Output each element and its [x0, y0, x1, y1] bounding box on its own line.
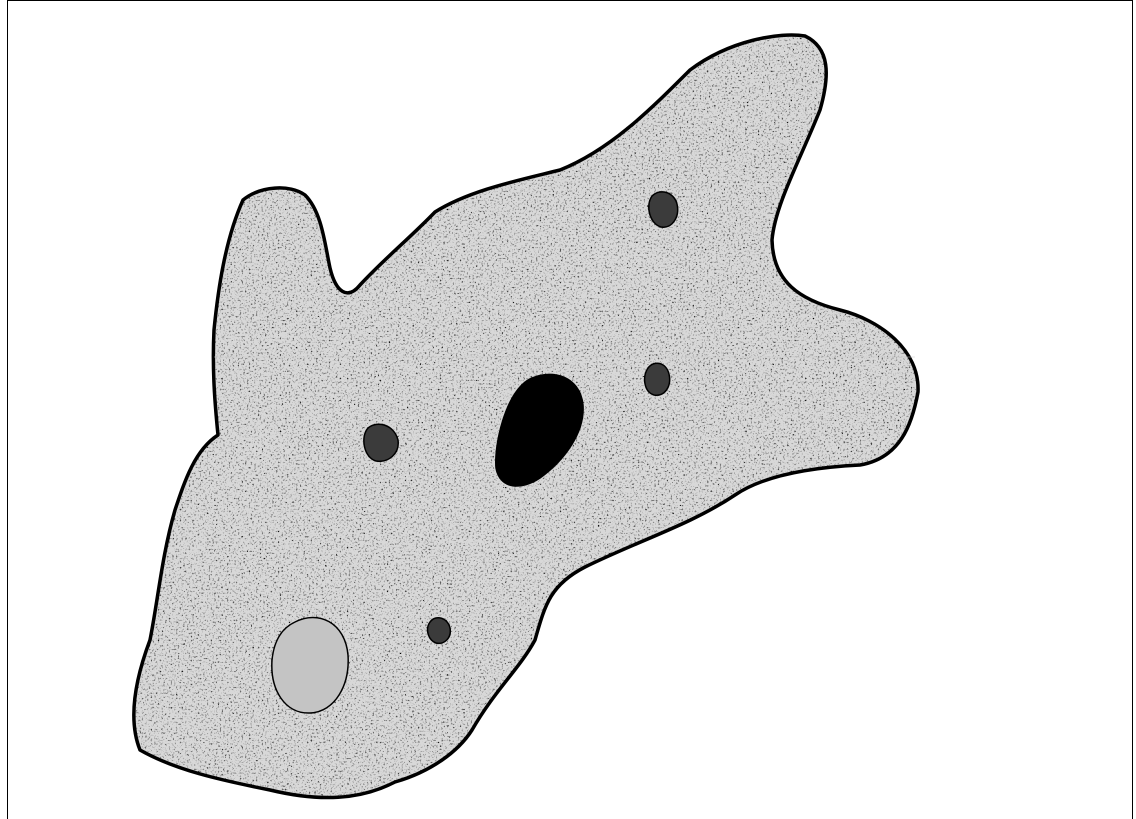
dark-inclusion — [364, 424, 398, 461]
dark-inclusion — [645, 363, 670, 395]
light-inclusion — [272, 617, 348, 713]
dark-inclusion — [428, 618, 451, 644]
dark-inclusion — [649, 192, 678, 227]
